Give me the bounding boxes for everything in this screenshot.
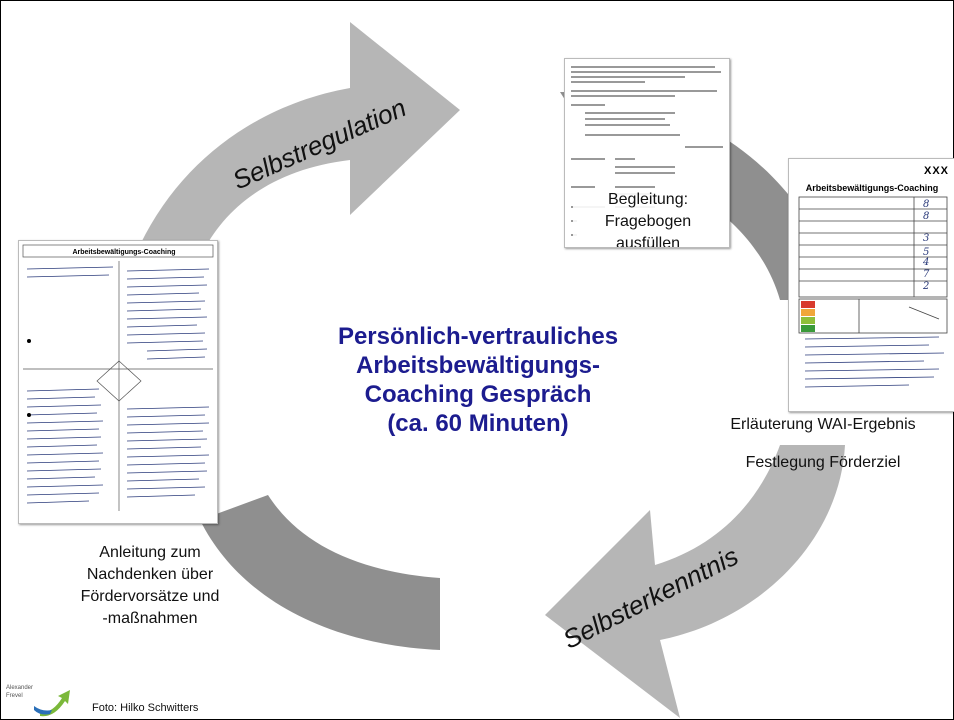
wai-code: XXX	[923, 165, 949, 177]
coaching-notes-title: Arbeitsbewältigungs-Coaching	[72, 249, 176, 256]
questionnaire-document: Begleitung: Fragebogen ausfüllen	[564, 58, 730, 248]
svg-text:5: 5	[923, 247, 929, 258]
arrow-selbsterkenntnis	[545, 445, 845, 718]
caption-foerderziel: Festlegung Förderziel	[745, 454, 901, 471]
center-title: Persönlich-vertrauliches Arbeitsbewältig…	[337, 323, 619, 437]
wai-title: Arbeitsbewältigungs-Coaching	[805, 183, 939, 193]
coaching-notes-document: Arbeitsbewältigungs-Coaching	[18, 240, 218, 524]
caption-anleitung: Anleitung zum Nachdenken über Fördervors…	[80, 544, 220, 627]
logo-arrow-icon	[34, 690, 70, 717]
svg-text:2: 2	[922, 281, 929, 292]
arrow-left-arc	[200, 495, 440, 650]
logo-text: Alexander Frevel	[6, 685, 34, 699]
caption-wai-ergebnis: Erläuterung WAI-Ergebnis	[730, 416, 916, 433]
svg-text:8: 8	[923, 211, 929, 222]
arrow-selbstregulation	[130, 22, 460, 270]
author-logo: Alexander Frevel	[6, 684, 86, 718]
svg-text:7: 7	[923, 269, 930, 280]
svg-text:8: 8	[923, 199, 929, 210]
svg-text:4: 4	[922, 257, 929, 268]
photo-credit: Foto: Hilko Schwitters	[92, 702, 199, 714]
svg-text:3: 3	[923, 233, 929, 244]
caption-begleitung: Begleitung: Fragebogen ausfüllen	[573, 189, 723, 247]
coaching-notes-lines	[22, 244, 214, 511]
wai-table: 88 3 5 47 2	[798, 196, 948, 388]
